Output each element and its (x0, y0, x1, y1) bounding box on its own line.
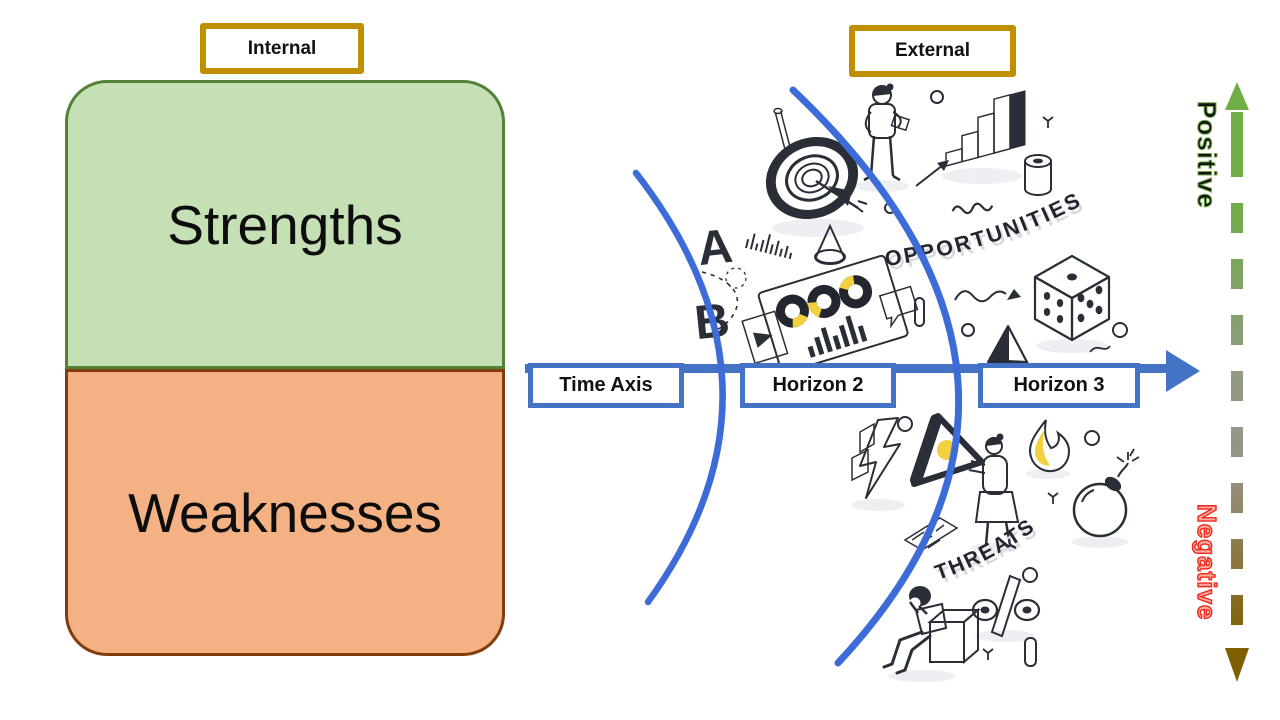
bomb-icon (1072, 448, 1140, 538)
standing-person-icon (863, 83, 911, 182)
negative-label: Negative (1191, 503, 1222, 621)
strengths-label: Strengths (167, 193, 403, 256)
dashed-circle (725, 267, 747, 289)
opportunities-text: OPPORTUNITIES (883, 187, 1086, 271)
negative-arrowhead-icon (1225, 648, 1249, 682)
horizon-arc-outer (789, 86, 963, 667)
flame-icon (1029, 419, 1071, 473)
horizon2-label-text: Horizon 2 (772, 374, 864, 396)
speech-bubble-icon (878, 285, 919, 329)
up-arrow-icon (915, 160, 949, 187)
strengths-box: Strengths (65, 80, 505, 369)
external-label-text: External (895, 40, 970, 61)
horizon3-label-text: Horizon 3 (1013, 374, 1105, 396)
dart-head (828, 186, 852, 206)
positive-label: Positive (1192, 101, 1223, 210)
internal-label-text: Internal (247, 37, 317, 59)
wavy-arrow-icon (954, 289, 1021, 303)
dashboard-icon (741, 254, 919, 374)
pushing-person-icon (968, 433, 1020, 550)
weaknesses-box: Weaknesses (65, 369, 505, 656)
lightning-icon (851, 417, 901, 499)
squiggle-icon (951, 202, 994, 215)
horizon-arc-inner (632, 169, 726, 606)
outcome-axis-arrow (1225, 82, 1249, 682)
sprout-icons (982, 116, 1111, 660)
dashed-route (701, 271, 739, 333)
sparkline-icon (745, 233, 793, 260)
percent-icon (971, 574, 1041, 638)
dice-icon (1033, 254, 1111, 342)
target-icon (765, 107, 868, 220)
pyramid-icon (987, 325, 1029, 364)
time-axis-arrowhead (1166, 350, 1200, 392)
horizon3-label: Horizon 3 (978, 363, 1140, 408)
stairs-icon (945, 90, 1026, 167)
positive-arrowhead-icon (1225, 82, 1249, 110)
cone-icon (814, 223, 846, 265)
sitting-person-icon (882, 586, 981, 675)
small-cylinder-icon (1024, 637, 1037, 667)
exclamation-icon (914, 297, 925, 327)
letter-a: A (695, 220, 735, 276)
horizon-arcs (632, 86, 963, 667)
external-illustration: OPPORTUNITIES OPPORTUNITIES A B (525, 83, 1200, 682)
internal-label: Internal (200, 23, 364, 74)
horizon2-label: Horizon 2 (740, 363, 896, 408)
time-axis-label: Time Axis (528, 363, 684, 408)
time-axis-label-text: Time Axis (559, 374, 653, 396)
weaknesses-label: Weaknesses (128, 481, 442, 544)
external-label: External (849, 25, 1016, 77)
cylinder-icon (1024, 154, 1052, 196)
